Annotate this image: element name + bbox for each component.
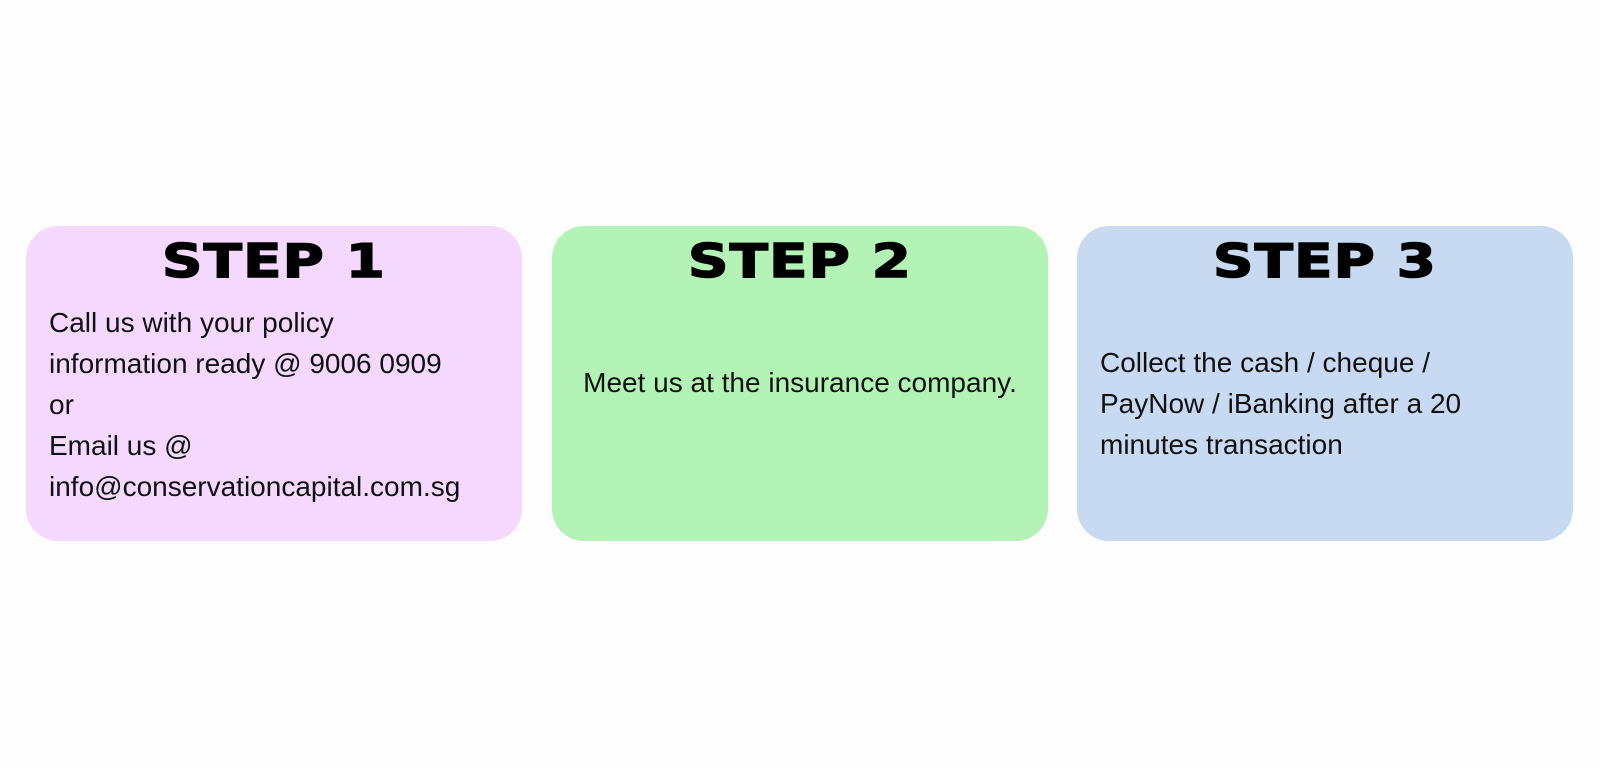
step-3-description: Collect the cash / cheque / PayNow / iBa… — [1100, 347, 1462, 460]
step-2-description: Meet us at the insurance company. — [583, 367, 1017, 398]
step-1-email-address: info@conservationcapital.com.sg — [49, 471, 461, 502]
step-1-line-phone: information ready @ 9006 0909 — [49, 348, 442, 379]
step-1-description: Call us with your policy information rea… — [49, 302, 460, 507]
step-1-line-call: Call us with your policy — [49, 307, 334, 338]
step-2-title: STEP 2 — [687, 233, 913, 289]
step-1-title: STEP 1 — [161, 233, 387, 289]
step-1-card: STEP 1 Call us with your policy informat… — [26, 226, 522, 541]
step-1-line-email-label: Email us @ — [49, 430, 193, 461]
step-1-line-or: or — [49, 389, 74, 420]
step-3-title: STEP 3 — [1212, 233, 1438, 289]
step-2-card: STEP 2 Meet us at the insurance company. — [552, 226, 1048, 541]
step-3-card: STEP 3 Collect the cash / cheque / PayNo… — [1077, 226, 1573, 541]
